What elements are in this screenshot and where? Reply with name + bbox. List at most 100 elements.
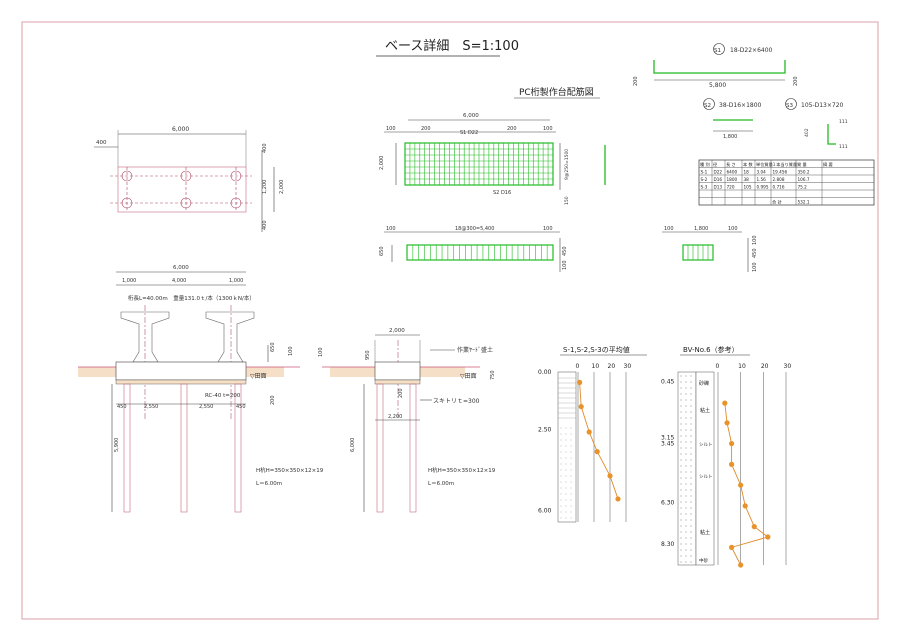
small-sec-h2: 450 <box>752 248 758 258</box>
s3-bar-shape <box>827 124 836 145</box>
plan-dim-top: 6,000 <box>172 126 189 133</box>
ground-band-right <box>246 367 284 377</box>
s3-spec: 105-D13×720 <box>801 102 844 109</box>
chart2-title: BV-No.6（参考） <box>683 345 739 354</box>
s1-spec: 18-D22×6400 <box>730 47 773 54</box>
elev-b2: 2,550 <box>144 404 158 410</box>
chart2-log-pattern <box>680 375 692 563</box>
s3-w: 111 <box>839 119 848 125</box>
y-tick-label: 8.30 <box>661 541 675 548</box>
elev-pile-L: L＝6.00m <box>256 481 282 487</box>
s1-hook-l: 200 <box>633 76 639 86</box>
small-sec-h3: 100 <box>752 262 758 272</box>
table-cell: 38 <box>744 177 750 182</box>
series-line <box>579 382 619 500</box>
chart1-marks <box>577 379 621 502</box>
rebar-sec-d2: 100 <box>543 226 553 232</box>
x-tick-label: 0 <box>576 363 580 370</box>
data-point <box>738 562 744 568</box>
side-pile-spec: H杭H=350×350×12×19 <box>428 466 496 474</box>
series-line <box>724 403 769 566</box>
elev-rc-base <box>115 379 247 385</box>
table-cell: 6400 <box>727 170 738 175</box>
rebar-plan-dim-bot: 150 <box>564 196 570 205</box>
rebar-plan-d3: 200 <box>507 126 517 132</box>
x-tick-label: 10 <box>592 363 600 370</box>
data-point <box>615 496 621 502</box>
s3-tag-circle <box>785 98 797 110</box>
elev-pile-len: 5,900 <box>114 438 120 452</box>
s2-tag: S2 <box>704 103 711 109</box>
elev-dim-top: 6,000 <box>173 265 189 271</box>
elev-footing <box>115 361 247 381</box>
s2-spec: 38-D16×1800 <box>719 102 762 109</box>
table-cell: D13 <box>714 185 723 190</box>
elev-b1: 450 <box>117 404 127 410</box>
table-cell: S-2 <box>701 177 708 182</box>
table-cell: 19.456 <box>773 170 788 175</box>
table-header: 種 別 <box>700 161 710 168</box>
side-dim-top: 2,000 <box>389 328 405 334</box>
chart1-log-pattern <box>558 377 576 519</box>
elev-dim-s1: 1,000 <box>122 278 136 284</box>
x-tick-label: 10 <box>738 363 746 370</box>
ground-band-left <box>78 367 118 377</box>
rebar-plan-dim-right: 9@250=1500 <box>564 149 570 180</box>
table-cell: 1.56 <box>757 177 767 182</box>
table-cell: D16 <box>714 177 723 182</box>
y-tick-label: 6.30 <box>661 500 675 507</box>
rebar-plan-d1: 100 <box>386 126 396 132</box>
plan-dim-left: 400 <box>96 140 107 146</box>
side-h200: 200 <box>398 388 404 398</box>
table-header: 径 <box>713 161 717 167</box>
plan-dim-r1: 400 <box>262 143 268 153</box>
table-header: １本当り質量 <box>772 161 797 168</box>
elev-dim-s2: 4,000 <box>172 278 186 284</box>
s1-tag-circle <box>713 43 725 55</box>
side-h100: 100 <box>318 347 324 357</box>
table-total-value: 532.1 <box>798 200 810 205</box>
page-title: ベース詳細 S=1:100 <box>385 38 519 54</box>
rebar-plan-lbl-s2: S2 D16 <box>493 190 511 196</box>
small-sec-d1: 100 <box>664 226 674 232</box>
rebar-sec-h1: 650 <box>379 246 385 256</box>
table-cell: 18 <box>744 170 750 175</box>
data-point <box>607 473 613 479</box>
rebar-title: PC桁製作台配筋図 <box>519 86 594 98</box>
small-section: 100 1,800 100 100 450 100 <box>662 226 758 272</box>
table-cell: 720 <box>727 185 735 190</box>
log-label-3: シルト <box>699 475 713 480</box>
rebar-plan-grid <box>405 143 553 185</box>
x-tick-label: 0 <box>716 363 720 370</box>
side-h950: 950 <box>365 350 371 360</box>
rebar-sec-h2: 450 <box>562 246 568 256</box>
chart2-label-col <box>695 371 715 566</box>
rebar-sec-top: 18@300=5,400 <box>455 226 494 232</box>
elev-dim-s3: 1,000 <box>229 278 243 284</box>
side-gl: ▽田面 <box>460 373 477 380</box>
y-tick-label: 3.15 <box>661 434 675 441</box>
data-point <box>722 400 728 406</box>
table-cell: 105 <box>744 185 752 190</box>
data-point <box>765 534 771 540</box>
side-h6000: 6,000 <box>350 438 356 452</box>
y-tick-label: 6.00 <box>538 507 552 514</box>
table-cell: D22 <box>714 170 723 175</box>
elev-rc: RC-40 t=200 <box>205 393 241 399</box>
data-point <box>594 449 600 455</box>
chart2-log-col <box>677 371 697 566</box>
front-elevation: 6,000 1,000 4,000 1,000 桁長L=40.00m 重量131… <box>78 265 324 513</box>
side-elevation: 2,000 950 100 作業ﾔｰﾄﾞ盛土 ▽田面 750 200 スキトリｔ… <box>318 328 496 513</box>
data-point <box>742 503 748 509</box>
elev-pile-spec: H杭H=350×350×12×19 <box>256 466 324 474</box>
table-cell: S-3 <box>701 185 708 190</box>
plan-footing <box>117 166 247 213</box>
plan-dim-r2: 1,200 <box>262 180 268 194</box>
table-cell: 106.7 <box>798 177 810 182</box>
data-point <box>738 482 744 488</box>
y-tick-label: 0.00 <box>538 369 552 376</box>
side-ground-right <box>420 367 465 377</box>
chart2-marks <box>722 400 771 568</box>
data-point <box>729 461 735 467</box>
